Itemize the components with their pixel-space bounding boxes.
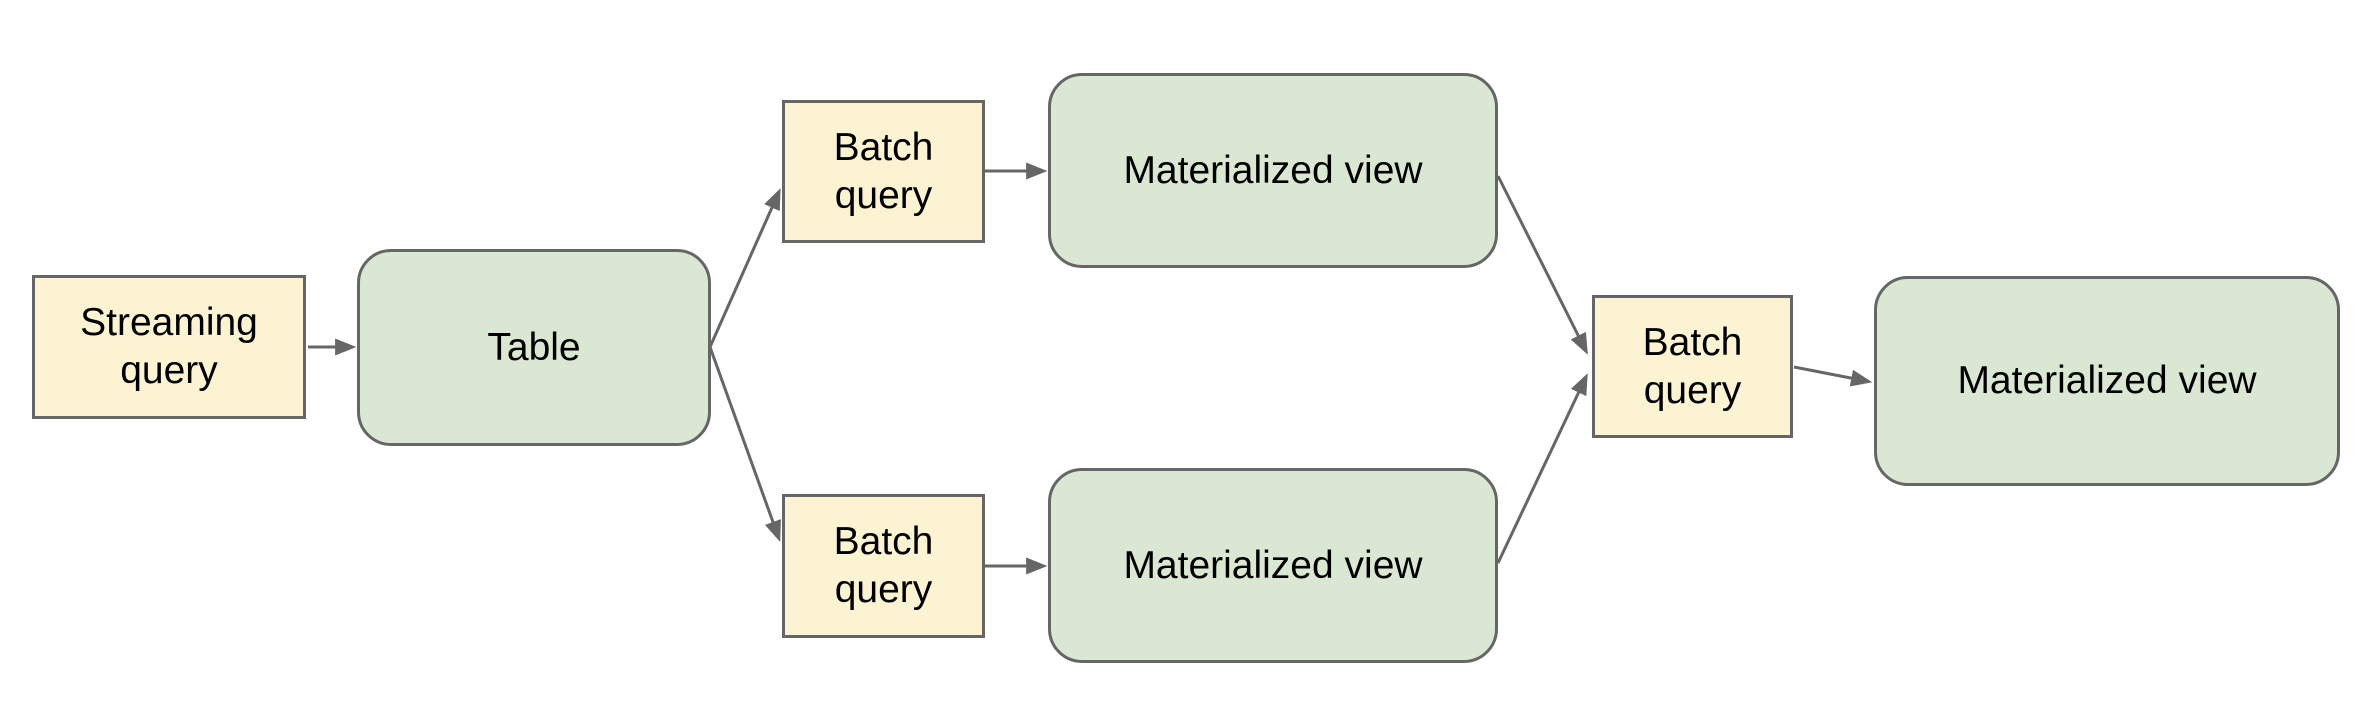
node-batch-query-top: Batch query (782, 100, 985, 243)
node-batch-query-top-label: Batch query (833, 125, 934, 217)
node-batch-query-merge-label: Batch query (1642, 320, 1743, 412)
node-batch-query-bottom-label: Batch query (833, 520, 934, 611)
node-materialized-view-top: Materialized view (1048, 73, 1498, 268)
node-batch-query-bottom: Batch query (782, 494, 985, 638)
edge-table-to-batch-top (708, 188, 781, 348)
node-batch-query-merge: Batch query (1592, 295, 1793, 438)
node-materialized-view-bottom: Materialized view (1048, 468, 1498, 663)
edge-batch-merge-to-mv-final (1793, 365, 1873, 387)
node-materialized-view-final: Materialized view (1874, 276, 2340, 486)
node-materialized-view-final-label: Materialized view (1957, 359, 2257, 403)
node-table-label: Table (487, 325, 581, 369)
node-materialized-view-bottom-label: Materialized view (1123, 543, 1423, 587)
node-streaming-query: Streaming query (32, 275, 306, 419)
edge-mv-bottom-to-batch-merge (1496, 373, 1588, 564)
node-table: Table (357, 249, 711, 446)
edge-table-to-batch-bottom (708, 346, 781, 542)
edge-mv-top-to-batch-merge (1496, 175, 1588, 355)
node-streaming-query-label: Streaming query (80, 301, 258, 392)
node-materialized-view-top-label: Materialized view (1123, 148, 1423, 192)
